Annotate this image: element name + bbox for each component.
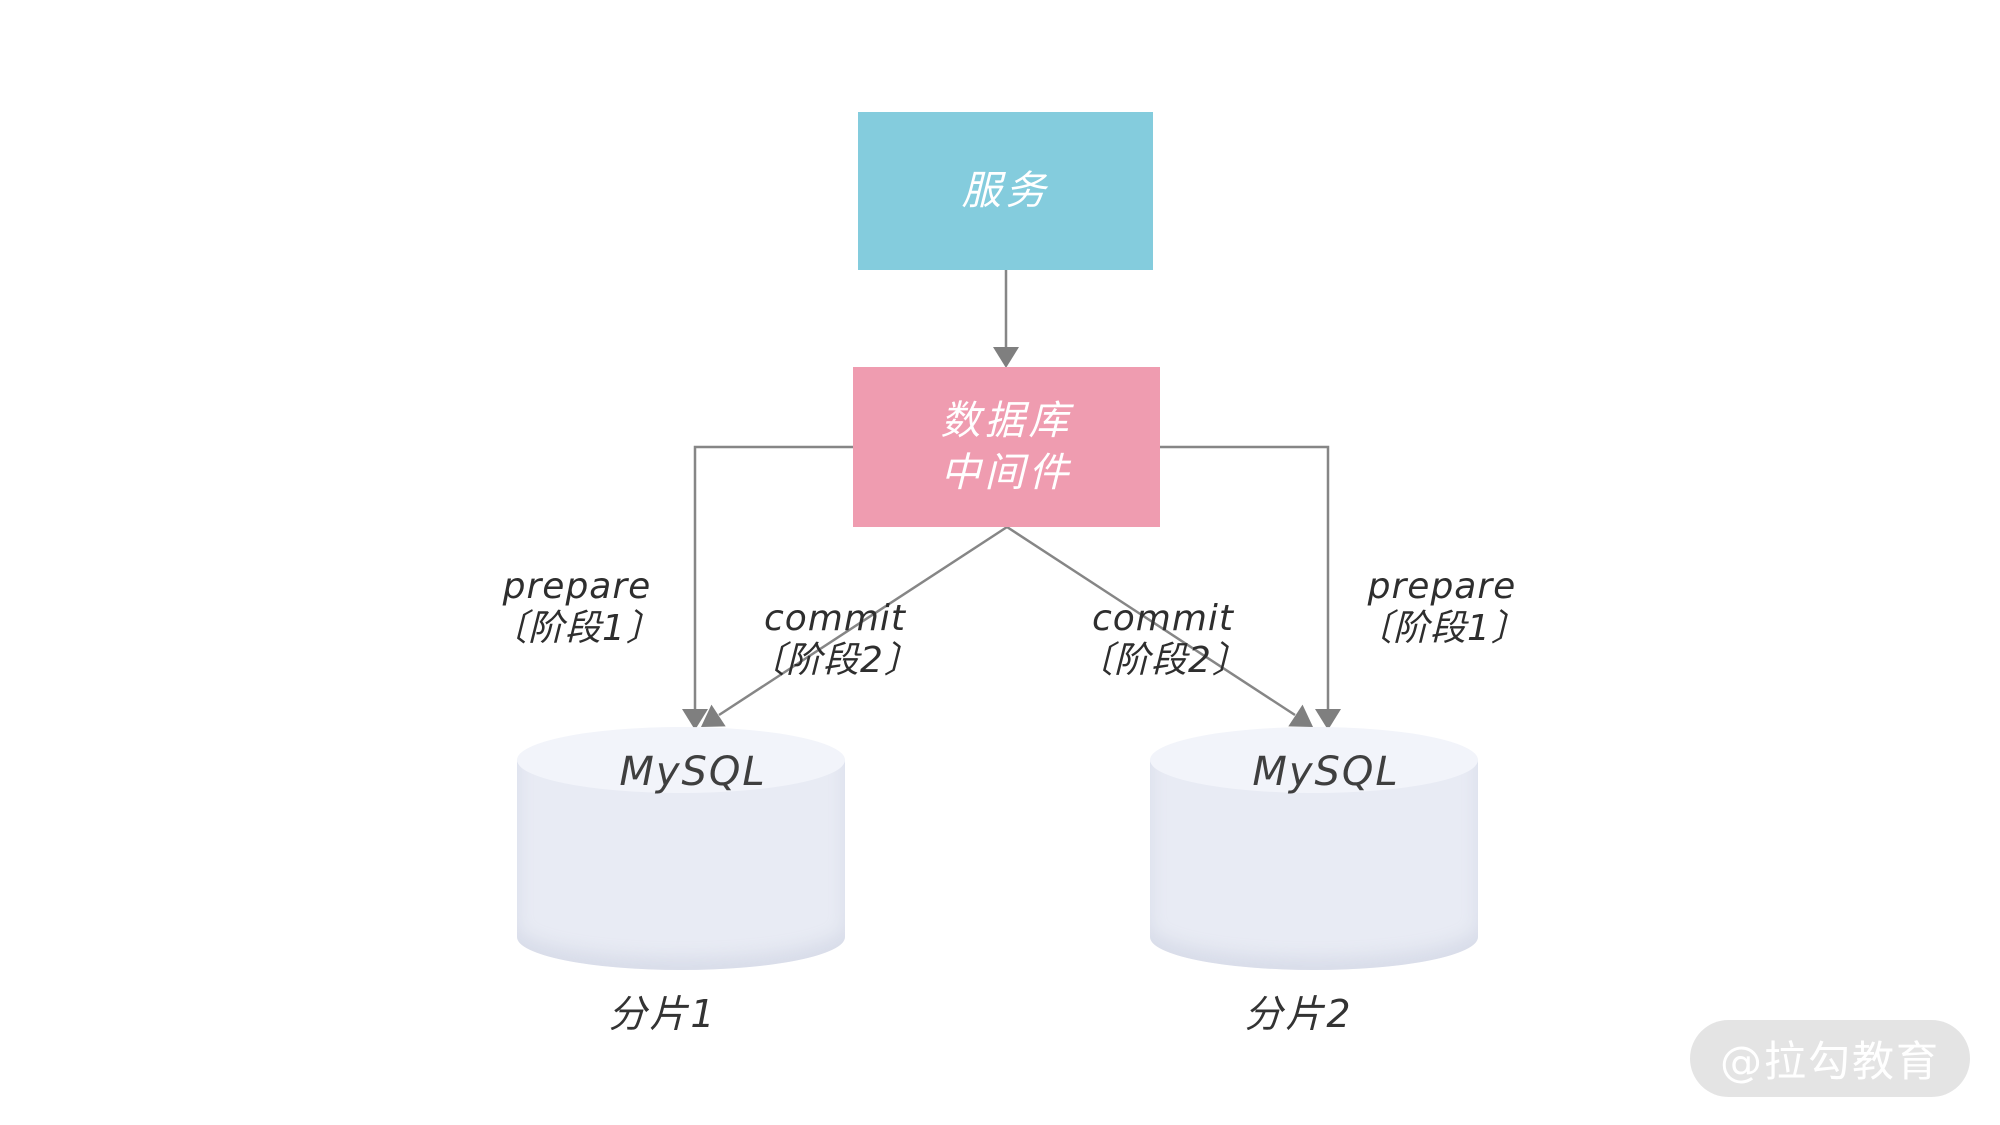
edge-commit-left	[718, 525, 1008, 717]
shard-1-db-label: MySQL	[619, 749, 767, 795]
edge-label-prepare-left-phase: 〔阶段1〕	[491, 608, 663, 649]
arrowhead-prepare-left-icon	[682, 709, 708, 730]
service-node-label: 服务	[961, 168, 1050, 214]
shard-1-database-cylinder: MySQL	[517, 727, 845, 970]
watermark-badge: @拉勾教育	[1690, 1020, 1970, 1097]
arrowhead-service-to-middleware-icon	[993, 347, 1019, 368]
middleware-node: 数据库 中间件	[853, 367, 1160, 527]
edge-label-prepare-right-action: prepare	[1367, 566, 1517, 607]
watermark-text: @拉勾教育	[1719, 1037, 1940, 1086]
shard-2-cylinder-top	[1150, 727, 1478, 793]
arrowhead-prepare-right-icon	[1315, 709, 1341, 730]
shard-2-db-label: MySQL	[1252, 749, 1400, 795]
edge-label-commit-left: commit 〔阶段2〕	[675, 598, 995, 682]
edge-prepare-left	[693, 445, 853, 712]
middleware-node-label-line1: 数据库	[940, 398, 1073, 444]
middleware-node-label-line2: 中间件	[940, 450, 1073, 496]
edge-label-commit-right-action: commit	[1091, 598, 1235, 639]
shard-2-caption: 分片2	[1244, 992, 1354, 1036]
shard-2-cylinder-body	[1150, 760, 1478, 970]
edge-label-commit-right: commit 〔阶段2〕	[1003, 598, 1323, 682]
edge-label-commit-left-phase: 〔阶段2〕	[749, 640, 921, 681]
shard-1-cylinder-top	[517, 727, 845, 793]
shard-2-database-cylinder: MySQL	[1150, 727, 1478, 970]
edge-label-prepare-right: prepare 〔阶段1〕	[1282, 566, 1602, 650]
arrowhead-commit-right-icon	[1288, 704, 1313, 727]
shard-1-caption: 分片1	[608, 992, 718, 1036]
service-node: 服务	[858, 112, 1153, 270]
edge-label-commit-left-action: commit	[763, 598, 907, 639]
edge-prepare-right	[1160, 445, 1330, 712]
edge-label-prepare-left: prepare 〔阶段1〕	[417, 566, 737, 650]
edge-label-prepare-right-phase: 〔阶段1〕	[1356, 608, 1528, 649]
edge-label-commit-right-phase: 〔阶段2〕	[1077, 640, 1249, 681]
shard-1-cylinder-body	[517, 760, 845, 970]
edge-commit-right	[1006, 525, 1296, 717]
arrowhead-commit-left-icon	[701, 704, 726, 727]
edge-label-prepare-left-action: prepare	[502, 566, 652, 607]
